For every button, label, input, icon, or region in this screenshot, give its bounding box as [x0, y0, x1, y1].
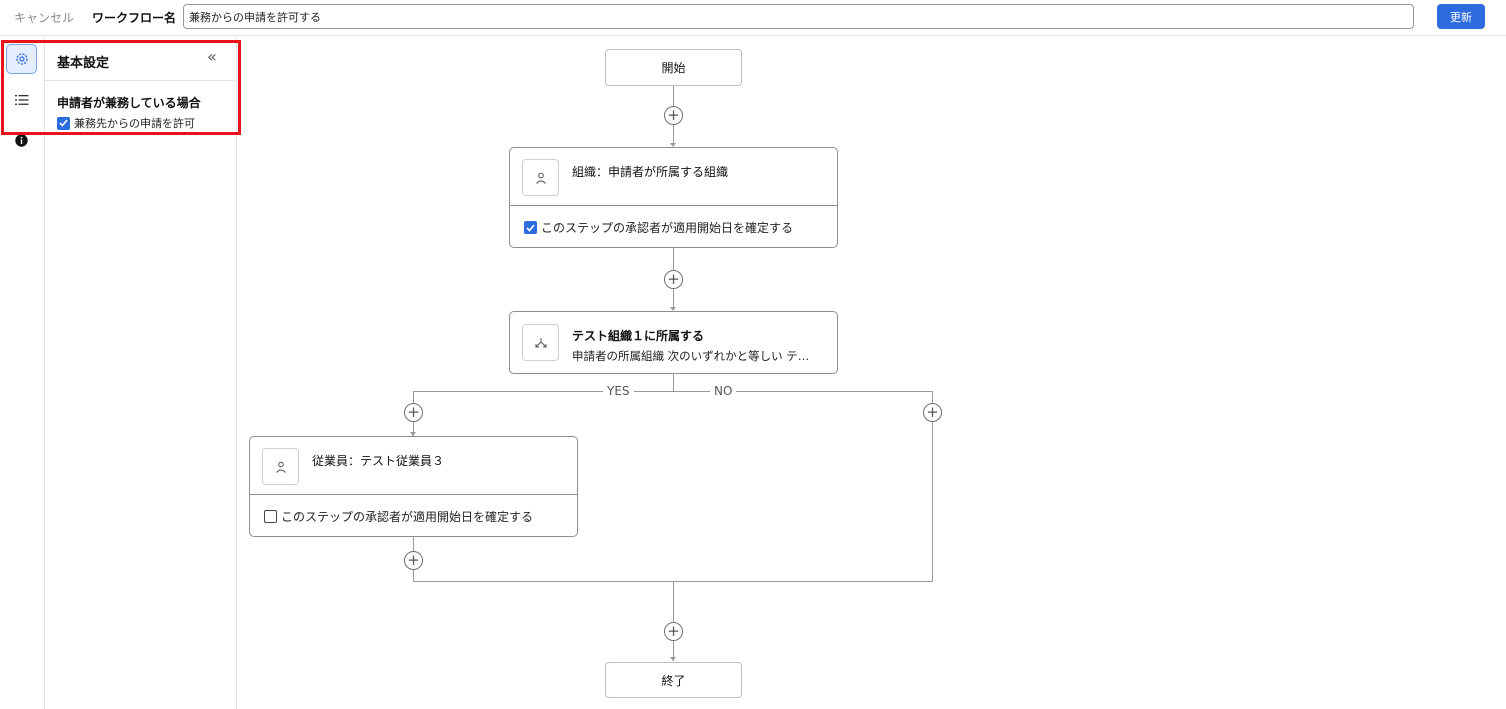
update-button[interactable]: 更新 [1437, 4, 1485, 29]
person-icon [535, 172, 546, 184]
end-node[interactable]: 終了 [605, 662, 742, 698]
confirm-date-checkbox-row[interactable]: このステップの承認者が適用開始日を確定する [264, 508, 533, 525]
no-branch-label: NO [710, 384, 737, 398]
add-step-button[interactable]: + [664, 622, 683, 641]
workflow-name-input[interactable] [183, 4, 1414, 29]
panel-header: 基本設定 « [45, 37, 236, 81]
add-step-button[interactable]: + [664, 106, 683, 125]
condition-title: テスト組織１に所属する [572, 329, 705, 343]
avatar [262, 448, 299, 485]
settings-panel: 基本設定 « 申請者が兼務している場合 兼務先からの申請を許可 [45, 37, 237, 709]
person-icon [275, 461, 286, 473]
list-tab[interactable] [6, 85, 37, 115]
check-icon [59, 119, 68, 127]
add-step-button[interactable]: + [664, 270, 683, 289]
workflow-name-label: ワークフロー名 [92, 11, 177, 25]
confirm-date-checkbox-row[interactable]: このステップの承認者が適用開始日を確定する [524, 219, 793, 236]
allow-concurrent-checkbox-row[interactable]: 兼務先からの申請を許可 [57, 115, 195, 131]
add-step-button[interactable]: + [404, 551, 423, 570]
list-icon [14, 95, 28, 105]
workflow-canvas: 開始 + 組織：申請者が所属する組織 このステップの承認者が適用開始日を確定する… [237, 37, 1506, 709]
confirm-date-label: このステップの承認者が適用開始日を確定する [541, 221, 794, 235]
panel-title: 基本設定 [57, 56, 110, 71]
top-bar: キャンセル ワークフロー名 更新 [0, 0, 1506, 36]
settings-tab[interactable] [6, 44, 37, 74]
check-icon [526, 223, 535, 232]
allow-concurrent-checkbox[interactable] [57, 116, 70, 130]
allow-concurrent-label: 兼務先からの申請を許可 [74, 117, 195, 130]
yes-branch-label: YES [603, 384, 634, 398]
add-step-button[interactable]: + [923, 403, 942, 422]
concurrent-section-title: 申請者が兼務している場合 [57, 96, 201, 110]
info-icon [15, 133, 28, 147]
confirm-date-checkbox[interactable] [524, 221, 537, 234]
confirm-date-checkbox[interactable] [264, 510, 277, 523]
condition-description: 申請者の所属組織 次のいずれかと等しい テ… [572, 349, 810, 363]
step-title: 組織：申請者が所属する組織 [572, 165, 729, 179]
approval-step-card[interactable]: 従業員：テスト従業員３ このステップの承認者が適用開始日を確定する [249, 436, 578, 537]
info-tab[interactable] [6, 125, 37, 155]
avatar [522, 159, 559, 196]
confirm-date-label: このステップの承認者が適用開始日を確定する [281, 510, 534, 524]
collapse-panel-button[interactable]: « [207, 47, 217, 66]
condition-card[interactable]: テスト組織１に所属する 申請者の所属組織 次のいずれかと等しい テ… [509, 311, 838, 374]
cancel-link[interactable]: キャンセル [14, 11, 75, 25]
approval-step-card[interactable]: 組織：申請者が所属する組織 このステップの承認者が適用開始日を確定する [509, 147, 838, 248]
settings-icon [15, 53, 28, 65]
branch-icon [535, 337, 546, 347]
branch-icon-box [522, 324, 559, 361]
add-step-button[interactable]: + [404, 403, 423, 422]
step-title: 従業員：テスト従業員３ [312, 454, 445, 468]
side-rail [0, 37, 45, 709]
start-node[interactable]: 開始 [605, 49, 742, 86]
